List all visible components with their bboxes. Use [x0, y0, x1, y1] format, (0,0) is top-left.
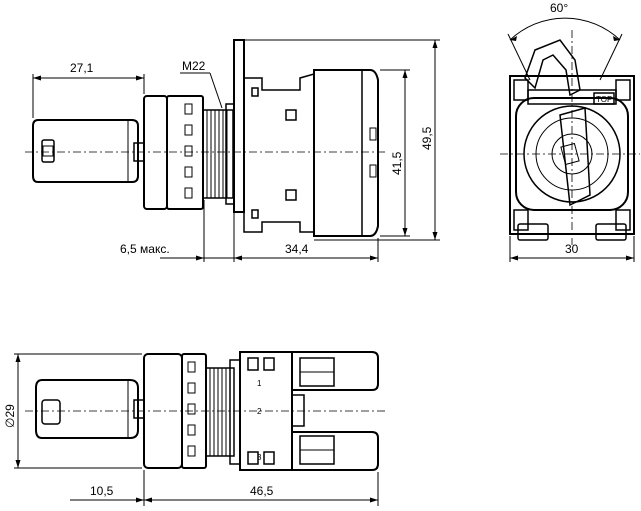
terminal-2: 2 — [257, 407, 262, 416]
dim-angle: 60° — [550, 1, 568, 15]
knob-side — [143, 95, 204, 210]
dim-width: 30 — [565, 242, 579, 256]
key-side — [32, 119, 145, 183]
contact-block-side — [233, 39, 379, 237]
thread-bottom — [205, 359, 241, 465]
dim-diameter: ∅29 — [3, 404, 17, 428]
terminal-1: 1 — [257, 379, 262, 388]
top-mark: TOP — [596, 95, 612, 104]
dim-key-offset: 10,5 — [90, 484, 114, 498]
side-view: 27,1 M22 6,5 макс. 34,4 41,5 49,5 — [25, 39, 440, 262]
terminal-3: 3 — [257, 453, 262, 462]
dim-body-depth: 34,4 — [285, 242, 309, 256]
bottom-view: 1 2 3 ∅29 10,5 46,5 — [3, 351, 385, 506]
dim-panel-max: 6,5 макс. — [120, 242, 170, 256]
dim-height-inner: 41,5 — [390, 151, 404, 175]
dim-total-depth: 46,5 — [250, 484, 274, 498]
dim-thread: M22 — [182, 59, 206, 73]
thread-side — [202, 103, 235, 205]
front-view: 60° TOP 30 — [500, 1, 640, 262]
key-bottom — [35, 379, 145, 439]
dim-key-length: 27,1 — [70, 61, 94, 75]
dim-height-outer: 49,5 — [420, 126, 434, 150]
